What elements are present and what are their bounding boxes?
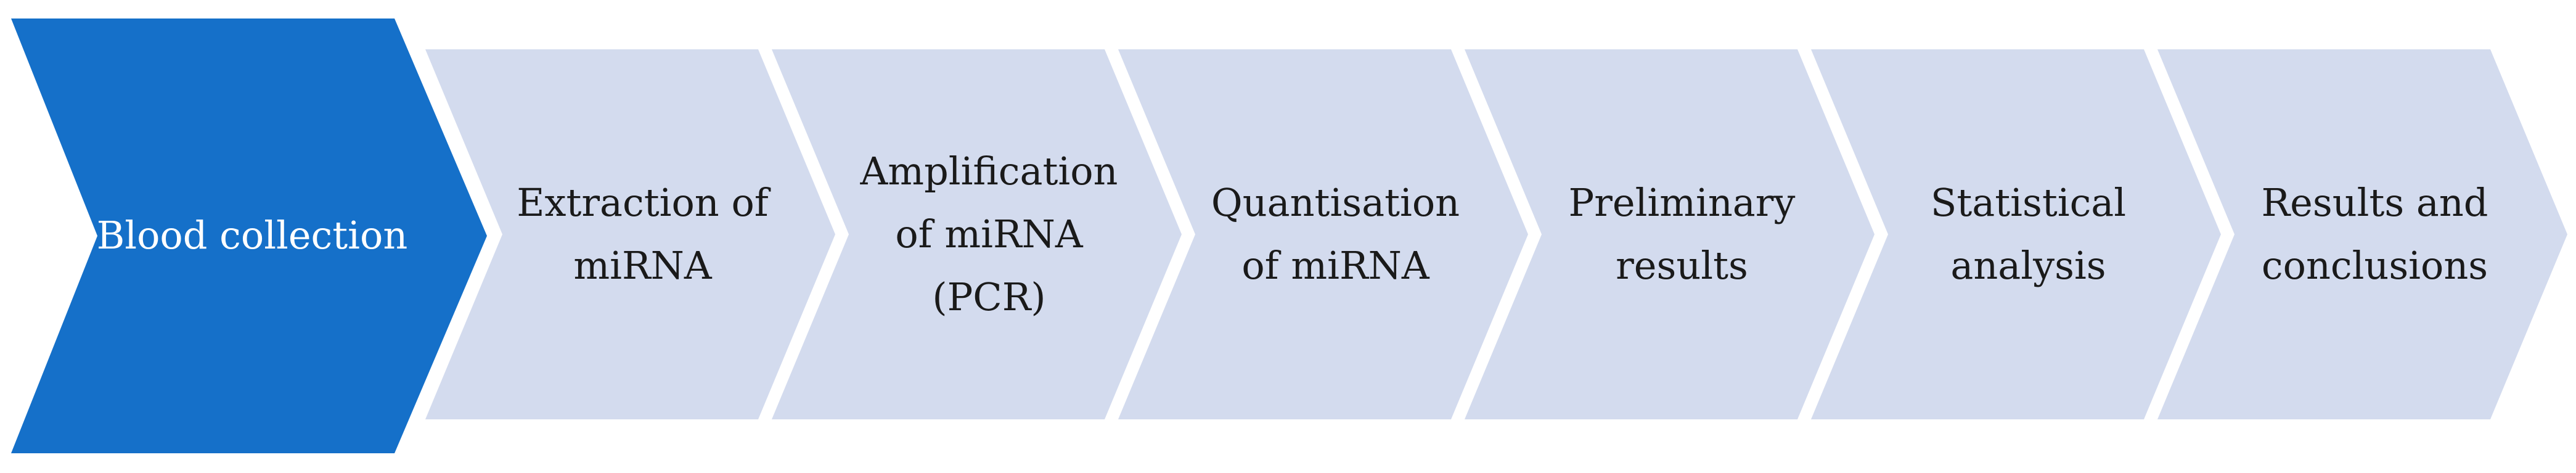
chevron-step-4 xyxy=(1118,49,1528,419)
chevron-step-1 xyxy=(11,19,487,453)
chevron-step-3 xyxy=(772,49,1182,419)
chevron-step-5 xyxy=(1465,49,1875,419)
chevron-step-7 xyxy=(2157,49,2567,419)
chevron-step-2 xyxy=(425,49,835,419)
chevron-step-6 xyxy=(1811,49,2221,419)
